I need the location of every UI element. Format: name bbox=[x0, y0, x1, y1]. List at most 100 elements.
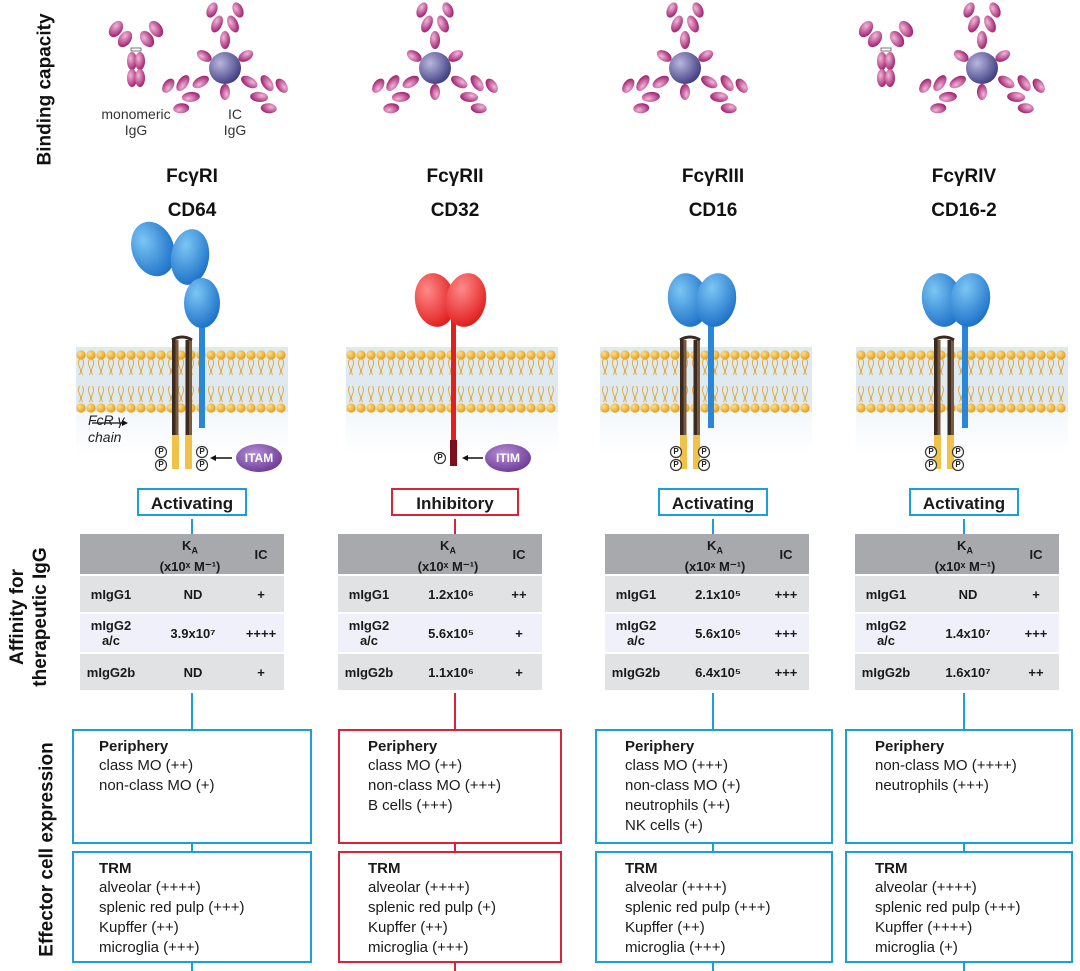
periphery-box: Periphery class MO (+++)non-class MO (+)… bbox=[595, 729, 833, 844]
phospho-p-label: P bbox=[158, 460, 164, 469]
ka-value: 3.9x10⁷ bbox=[170, 625, 216, 641]
periphery-box: Periphery non-class MO (++++)neutrophils… bbox=[845, 729, 1073, 844]
periphery-item: B cells (+++) bbox=[368, 797, 453, 814]
immune-complex-igg-icon bbox=[913, 1, 1051, 120]
phospho-p-label: P bbox=[673, 447, 679, 456]
table-row: mIgG2b 6.4x10⁵ +++ bbox=[605, 654, 809, 690]
ka-header-units: (x10ˣ M⁻¹) bbox=[934, 558, 996, 574]
monomeric-igg-icon bbox=[855, 17, 917, 88]
phospho-p-label: P bbox=[928, 447, 934, 456]
ic-value: +++ bbox=[774, 664, 798, 680]
ka-header-units: (x10ˣ M⁻¹) bbox=[684, 558, 746, 574]
phospho-p-label: P bbox=[199, 460, 205, 469]
ic-igg-label-line1: IC bbox=[228, 106, 242, 122]
ic-header: IC bbox=[1029, 547, 1043, 562]
trm-item: splenic red pulp (+++) bbox=[875, 899, 1021, 916]
periphery-item: class MO (+++) bbox=[625, 757, 728, 774]
fcr-gamma-chain-line2: chain bbox=[88, 429, 122, 445]
fcgriv-receptor-graphic bbox=[921, 273, 991, 472]
row-label: mIgG2b bbox=[861, 664, 911, 680]
periphery-item: non-class MO (+++) bbox=[368, 777, 501, 794]
ic-header: IC bbox=[512, 547, 526, 562]
ka-header-main: K bbox=[182, 538, 192, 553]
affinity-table-header: KA (x10ˣ M⁻¹) IC bbox=[80, 534, 284, 574]
phospho-p-label: P bbox=[928, 460, 934, 469]
trm-item: splenic red pulp (+) bbox=[368, 899, 496, 916]
row-label: mIgG1 bbox=[348, 586, 390, 602]
receptor-type-badge: Activating bbox=[137, 488, 247, 516]
ic-value: +++ bbox=[774, 586, 798, 602]
trm-list: alveolar (++++) splenic red pulp (+++) Kup… bbox=[875, 878, 1071, 958]
trm-item: microglia (+++) bbox=[625, 939, 726, 956]
fcgriii-receptor-graphic bbox=[667, 273, 737, 472]
ic-header: IC bbox=[254, 547, 268, 562]
trm-item: Kupffer (++) bbox=[99, 919, 179, 936]
ic-igg-label: IC IgG bbox=[205, 106, 265, 138]
row-label-main: mIgG2 bbox=[865, 618, 907, 633]
ka-value: 5.6x10⁵ bbox=[428, 625, 474, 641]
trm-item: alveolar (++++) bbox=[875, 879, 977, 896]
monomeric-igg-label: monomeric IgG bbox=[86, 106, 186, 138]
trm-item: Kupffer (++) bbox=[625, 919, 705, 936]
receptor-name: FcγRIII CD16 bbox=[613, 160, 813, 228]
row-label: mIgG2b bbox=[344, 664, 394, 680]
ka-header-sub: A bbox=[716, 545, 723, 556]
receptor-type-badge: Activating bbox=[658, 488, 768, 516]
row-label-sub: a/c bbox=[876, 633, 896, 648]
receptor-name: FcγRII CD32 bbox=[355, 160, 555, 228]
ic-value: +++ bbox=[1024, 625, 1048, 641]
ka-value: 5.6x10⁵ bbox=[695, 625, 741, 641]
phospho-p-label: P bbox=[701, 460, 707, 469]
periphery-item: non-class MO (++++) bbox=[875, 757, 1017, 774]
periphery-item: NK cells (+) bbox=[625, 817, 703, 834]
cell-membrane-graphic bbox=[600, 347, 812, 455]
affinity-table-header: KA (x10ˣ M⁻¹) IC bbox=[605, 534, 809, 574]
ic-igg-label-line2: IgG bbox=[223, 122, 247, 138]
row-label-sub: a/c bbox=[626, 633, 646, 648]
ic-value: ++ bbox=[1028, 664, 1044, 680]
trm-box: TRM alveolar (++++)splenic red pulp (+++… bbox=[72, 851, 312, 963]
ic-value: + bbox=[1032, 586, 1040, 602]
row-label: mIgG2b bbox=[611, 664, 661, 680]
ic-value: ++ bbox=[511, 586, 527, 602]
row-label-main: mIgG2 bbox=[90, 618, 132, 633]
ka-value: ND bbox=[183, 664, 203, 680]
row-label: mIgG1 bbox=[90, 586, 132, 602]
itam-label: ITAM bbox=[244, 451, 274, 465]
ka-value: ND bbox=[183, 586, 203, 602]
receptor-name: FcγRI CD64 bbox=[92, 160, 292, 228]
phospho-p-label: P bbox=[955, 460, 961, 469]
ka-value: 6.4x10⁵ bbox=[695, 664, 741, 680]
trm-list: alveolar (++++)splenic red pulp (+)Kupff… bbox=[368, 878, 560, 958]
receptor-type-badge: Inhibitory bbox=[391, 488, 519, 516]
fcgri-receptor-graphic bbox=[92, 221, 282, 472]
periphery-box: Periphery class MO (++)non-class MO (+++… bbox=[338, 729, 562, 844]
phospho-p-label: P bbox=[673, 460, 679, 469]
ka-header-sub: A bbox=[191, 545, 198, 556]
periphery-item: non-class MO (+) bbox=[625, 777, 741, 794]
receptor-type-badge: Activating bbox=[909, 488, 1019, 516]
receptor-cd-name: CD32 bbox=[430, 200, 480, 221]
phospho-p-label: P bbox=[199, 447, 205, 456]
trm-item: Kupffer (++++) bbox=[875, 919, 973, 936]
trm-box: TRM alveolar (++++)splenic red pulp (+++… bbox=[595, 851, 833, 963]
periphery-item: neutrophils (+++) bbox=[875, 777, 989, 794]
ic-value: + bbox=[515, 664, 523, 680]
periphery-item: non-class MO (+) bbox=[99, 777, 215, 794]
receptor-name: FcγRIV CD16-2 bbox=[864, 160, 1064, 228]
ka-header: KA (x10ˣ M⁻¹) bbox=[665, 538, 765, 574]
affinity-table-header: KA (x10ˣ M⁻¹) IC bbox=[338, 534, 542, 574]
trm-title: TRM bbox=[99, 860, 132, 877]
row-label-sub: a/c bbox=[101, 633, 121, 648]
